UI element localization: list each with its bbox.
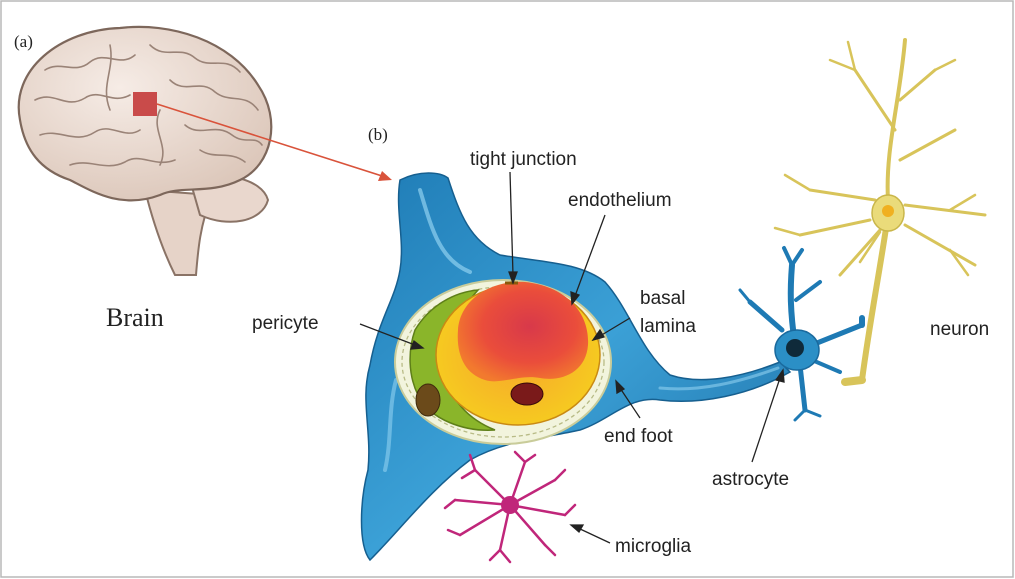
astrocyte-cell <box>740 248 862 420</box>
brain-region-marker <box>133 92 157 116</box>
astrocyte-label: astrocyte <box>712 469 789 490</box>
endothelium-label: endothelium <box>568 190 672 211</box>
brain-illustration <box>19 27 272 275</box>
capillary-cross-section <box>395 280 611 444</box>
microglia-label: microglia <box>615 536 691 557</box>
end-foot-label: end foot <box>604 426 673 447</box>
basal-lamina-label-2: lamina <box>640 316 696 337</box>
astrocyte-nucleus <box>786 339 804 357</box>
pericyte-label: pericyte <box>252 313 319 334</box>
pericyte-nucleus <box>416 384 440 416</box>
tight-junction-label: tight junction <box>470 149 577 170</box>
panel-b-label: (b) <box>368 125 388 144</box>
microglia-cell <box>445 452 575 562</box>
brain-label: Brain <box>106 303 164 332</box>
neuron-nucleus <box>882 205 894 217</box>
neuron-label: neuron <box>930 319 989 340</box>
endothelial-nucleus <box>511 383 543 405</box>
basal-lamina-label-1: basal <box>640 288 685 309</box>
panel-a-label: (a) <box>14 32 33 51</box>
